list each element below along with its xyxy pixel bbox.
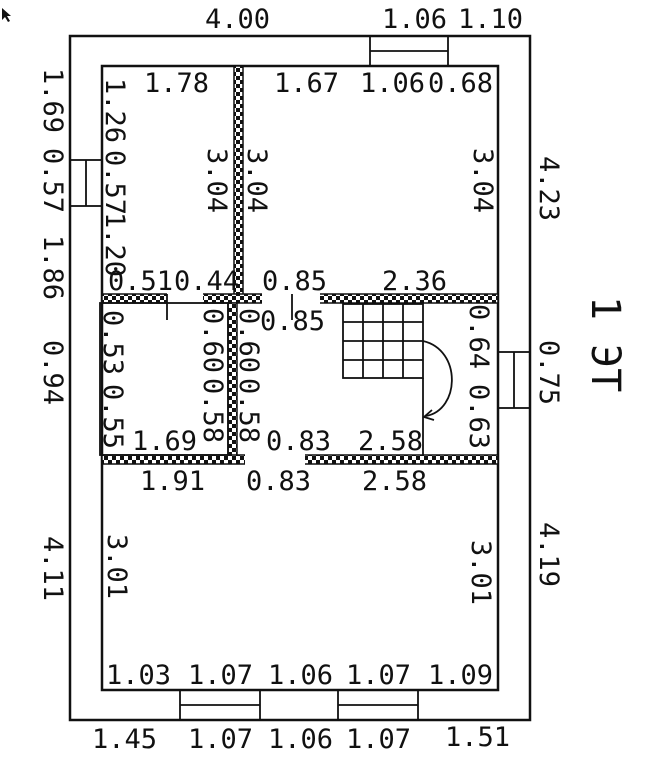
dim-room-top-left-side-1: 1.26 (99, 78, 130, 143)
dim-outer-left-5: 4.11 (37, 536, 68, 601)
floor-label: 1 ЭТ (582, 296, 628, 392)
room-mid-left-outline (99, 302, 229, 456)
window-bottom-right (337, 689, 419, 721)
dim-room-bottom-top-1: 1.91 (140, 466, 205, 497)
window-left (69, 159, 103, 207)
dim-room-top-left-bottom-1: 0.51 (108, 266, 173, 297)
dim-room-bottom-top-2: 0.83 (246, 466, 311, 497)
door-gap-lower (245, 454, 305, 465)
dim-outer-left-3: 1.86 (37, 235, 68, 300)
dim-outer-top-1: 4.00 (205, 4, 270, 35)
dim-outer-left-1: 1.69 (37, 68, 68, 133)
dim-room-mid-left-side-1: 0.53 (97, 310, 128, 375)
dim-room-top-left-bottom-2: 0.44 (174, 266, 239, 297)
dim-room-mid-right-left-1: 0.60 (233, 308, 264, 373)
dim-room-bottom-bottom-5: 1.09 (428, 660, 493, 691)
dim-room-top-left-height: 3.04 (201, 148, 232, 213)
dim-room-bottom-bottom-4: 1.07 (346, 660, 411, 691)
dim-room-mid-right-bottom-1: 0.83 (266, 426, 331, 457)
dim-room-top-right-height-left: 3.04 (241, 148, 272, 213)
dim-room-mid-left-right-1: 0.60 (197, 308, 228, 373)
dim-room-mid-right-bottom-2: 2.58 (358, 426, 423, 457)
dim-room-top-right-top-3: 0.68 (428, 68, 493, 99)
dim-outer-left-4: 0.94 (37, 340, 68, 405)
staircase (342, 303, 453, 455)
dim-outer-bottom-3: 1.06 (268, 724, 333, 755)
window-right (497, 351, 531, 409)
dim-outer-right-1: 4.23 (533, 156, 564, 221)
dim-room-bottom-bottom-3: 1.06 (268, 660, 333, 691)
door-gap-upper-left (167, 293, 203, 304)
outer-wall (68, 34, 532, 722)
dim-outer-top-3: 1.10 (458, 4, 523, 35)
dim-outer-bottom-1: 1.45 (92, 724, 157, 755)
dim-room-bottom-side-left: 3.01 (101, 534, 132, 599)
dim-outer-left-2: 0.57 (37, 148, 68, 213)
dim-room-top-right-bottom-1: 0.85 (262, 266, 327, 297)
dim-outer-top-2: 1.06 (382, 4, 447, 35)
dim-room-top-left-side-2: 0.57 (99, 150, 130, 215)
dim-outer-right-2: 0.75 (533, 340, 564, 405)
dim-room-mid-left-side-2: 0.55 (97, 384, 128, 449)
dim-room-bottom-bottom-2: 1.07 (188, 660, 253, 691)
inner-wall (100, 64, 500, 692)
dim-room-mid-right-left-2: 0.58 (233, 378, 264, 443)
dim-room-mid-right-right-2: 0.63 (463, 384, 494, 449)
dim-room-top-right-below-wall: 0.85 (260, 306, 325, 337)
cursor-icon (2, 8, 11, 22)
dim-room-top-right-top-2: 1.06 (360, 68, 425, 99)
dim-outer-right-3: 4.19 (533, 522, 564, 587)
dim-outer-bottom-2: 1.07 (188, 724, 253, 755)
dim-room-bottom-bottom-1: 1.03 (106, 660, 171, 691)
dim-room-mid-left-bottom: 1.69 (132, 426, 197, 457)
dim-room-mid-right-right-1: 0.64 (463, 304, 494, 369)
dim-room-top-right-bottom-2: 2.36 (382, 266, 447, 297)
dim-room-bottom-top-3: 2.58 (362, 466, 427, 497)
dim-room-top-right-top-1: 1.67 (274, 68, 339, 99)
dim-room-top-left-top: 1.78 (144, 68, 209, 99)
dim-room-mid-left-right-2: 0.58 (197, 378, 228, 443)
dim-room-bottom-side-right: 3.01 (465, 540, 496, 605)
door-gap-upper-right (262, 293, 320, 304)
window-top (369, 35, 449, 67)
dim-outer-bottom-4: 1.07 (346, 724, 411, 755)
dim-outer-bottom-5: 1.51 (445, 722, 510, 753)
window-bottom-left (179, 689, 261, 721)
dim-room-top-left-side-3: 1.20 (99, 212, 130, 277)
dim-room-top-right-height-right: 3.04 (467, 148, 498, 213)
